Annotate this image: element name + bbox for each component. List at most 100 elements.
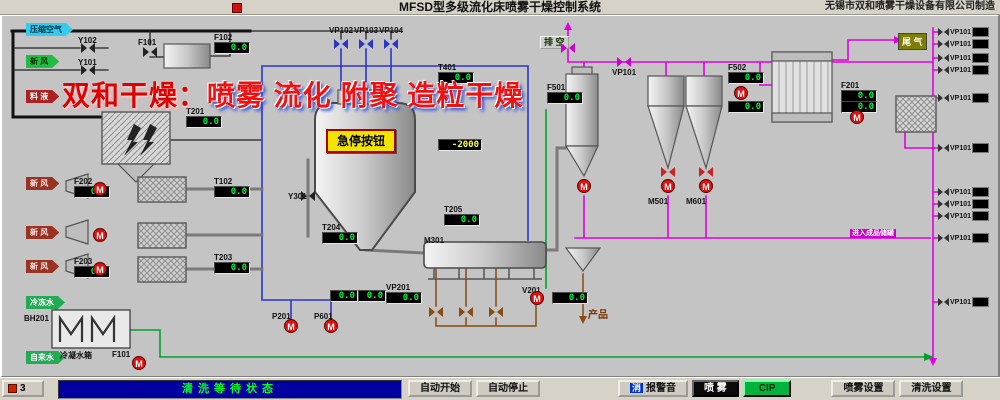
pump-icon[interactable]: M (132, 356, 146, 370)
vp-mini-display (972, 297, 990, 307)
page-title: MFSD型多级流化床喷雾干燥控制系统 (399, 0, 601, 14)
port-label: 冷凝水箱 (60, 351, 92, 360)
button-label: 喷 雾 (704, 383, 727, 394)
instrument-tag: T204 (322, 223, 341, 232)
app-icon (232, 3, 242, 13)
vp-label: VP101 (950, 94, 972, 102)
mute-icon: 消 (630, 383, 644, 393)
instrument-tag: M301 (424, 236, 445, 245)
pump-icon[interactable]: M (577, 179, 591, 193)
vp-label: VP101 (950, 188, 972, 196)
instrument-tag: F101 (112, 350, 131, 359)
pump-icon[interactable]: M (284, 319, 298, 333)
button-label: CIP (758, 383, 776, 394)
valve-icon[interactable] (143, 47, 157, 57)
valve-icon[interactable] (301, 191, 315, 201)
instrument-tag: Y102 (78, 36, 97, 45)
valve-icon[interactable] (489, 307, 503, 317)
pump-icon[interactable]: M (850, 110, 864, 124)
vp-valve-unit[interactable]: VP101 (938, 143, 990, 153)
valve-icon[interactable] (938, 144, 949, 152)
vp-valve-unit[interactable]: VP101 (938, 233, 990, 243)
pump-icon[interactable]: M (324, 319, 338, 333)
vp-label: VP101 (950, 298, 972, 306)
button-label: 自动停止 (488, 383, 528, 394)
vp-mini-display (972, 39, 990, 49)
instrument-tag: VP102 (329, 26, 354, 35)
valve-icon[interactable] (334, 39, 348, 49)
vp-valve-unit[interactable]: VP101 (938, 53, 990, 63)
instrument-tag: M601 (686, 197, 707, 206)
valve-icon[interactable] (359, 39, 373, 49)
valve-icon[interactable] (938, 94, 949, 102)
valve-icon[interactable] (617, 57, 631, 67)
valve-icon[interactable] (938, 40, 949, 48)
valve-icon[interactable] (938, 298, 949, 306)
valve-icon[interactable] (938, 66, 949, 74)
vp-valve-unit[interactable]: VP101 (938, 27, 990, 37)
emergency-stop-button[interactable]: 急停按钮 (326, 129, 396, 153)
system-status-display: 清洗等待状态 (58, 380, 402, 399)
mute-alarm-button[interactable]: 消报警音 (618, 380, 689, 397)
instrument-tag: Y101 (78, 58, 97, 67)
pump-icon[interactable]: M (699, 179, 713, 193)
pump-icon[interactable]: M (93, 228, 107, 242)
vp-label: VP101 (950, 40, 972, 48)
vp-valve-unit[interactable]: VP101 (938, 187, 990, 197)
status-bar-buttons: 自动开始 自动停止 消报警音 喷 雾 CIP 喷雾设置清洗设置 (404, 380, 964, 397)
vp-label: VP101 (950, 66, 972, 74)
vp-valve-unit[interactable]: VP101 (938, 297, 990, 307)
valve-icon[interactable] (561, 43, 575, 53)
valve-icon[interactable] (938, 200, 949, 208)
vp-mini-display (972, 233, 990, 243)
instrument-tag: T102 (214, 177, 233, 186)
valve-icon[interactable] (938, 28, 949, 36)
instrument-tag: T201 (186, 107, 205, 116)
vp-valve-unit[interactable]: VP101 (938, 65, 990, 75)
alarm-indicator-icon (8, 384, 17, 393)
vp-valve-unit[interactable]: VP101 (938, 93, 990, 103)
pump-icon[interactable]: M (93, 182, 107, 196)
status-counter[interactable]: 3 (2, 380, 44, 397)
vp-mini-display (972, 187, 990, 197)
valve-icon[interactable] (938, 188, 949, 196)
value-display: 0.0 (728, 101, 764, 113)
pump-icon[interactable]: M (93, 262, 107, 276)
button-label: 报警音 (646, 383, 677, 394)
pump-icon[interactable]: M (661, 179, 675, 193)
valve-icon[interactable] (938, 234, 949, 242)
instrument-tag: V201 (522, 286, 541, 295)
auto-start-button[interactable]: 自动开始 (408, 380, 472, 397)
instrument-tag: F203 (74, 257, 93, 266)
valve-icon[interactable] (938, 212, 949, 220)
spray-settings-button[interactable]: 喷雾设置 (831, 380, 896, 397)
valve-icon[interactable] (81, 65, 95, 75)
port-label: 产品 (588, 310, 608, 321)
value-display: 0.0 (214, 42, 250, 54)
cip-button[interactable]: CIP (742, 380, 792, 397)
value-display: 0.0 (547, 92, 583, 104)
instrument-tag: F102 (214, 33, 233, 42)
pump-icon[interactable]: M (530, 291, 544, 305)
auto-stop-button[interactable]: 自动停止 (476, 380, 540, 397)
spray-button[interactable]: 喷 雾 (692, 380, 739, 397)
valve-icon[interactable] (699, 167, 713, 177)
flow-source-tag: 自来水 (26, 351, 65, 364)
valve-icon[interactable] (459, 307, 473, 317)
valve-icon[interactable] (938, 54, 949, 62)
value-display: 0.0 (322, 232, 358, 244)
instrument-tag: T401 (438, 63, 457, 72)
vp-valve-unit[interactable]: VP101 (938, 199, 990, 209)
valve-icon[interactable] (661, 167, 675, 177)
valve-icon[interactable] (81, 43, 95, 53)
vp-valve-unit[interactable]: VP101 (938, 39, 990, 49)
value-display: 0.0 (728, 72, 764, 84)
cleaning-settings-button[interactable]: 清洗设置 (899, 380, 964, 397)
value-display: 0.0 (386, 292, 422, 304)
vp-label: VP101 (950, 234, 972, 242)
valve-icon[interactable] (429, 307, 443, 317)
valve-icon[interactable] (384, 39, 398, 49)
vp-label: VP101 (950, 54, 972, 62)
vp-valve-unit[interactable]: VP101 (938, 211, 990, 221)
pump-icon[interactable]: M (734, 86, 748, 100)
